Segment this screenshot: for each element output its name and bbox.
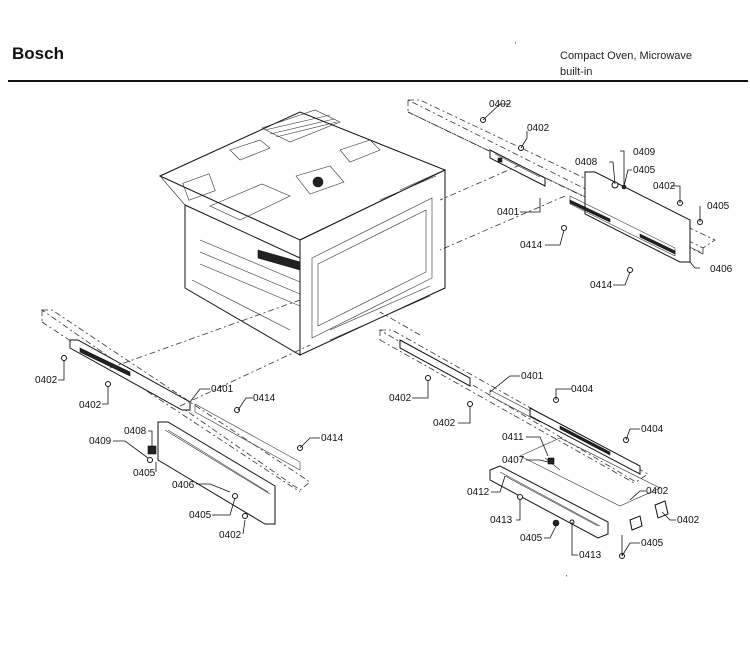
callout-label: 0402 (389, 393, 412, 404)
callout-label: 0413 (579, 550, 602, 561)
callout-label: 0414 (321, 433, 344, 444)
leader-lines (58, 103, 701, 557)
left-rail-assembly (40, 299, 311, 525)
callout-label: 0405 (133, 468, 156, 479)
callout-label: 0414 (590, 280, 613, 291)
callout-label: 0401 (521, 371, 544, 382)
callout-label: 0404 (641, 424, 664, 435)
callout-label: 0405 (641, 538, 664, 549)
callout-label: 0408 (124, 426, 147, 437)
callout-label: 0402 (527, 123, 550, 134)
callout-label: 0401 (211, 384, 234, 395)
callout-label: 0402 (433, 418, 456, 429)
callout-label: 0404 (571, 384, 594, 395)
product-subtitle: built-in (560, 66, 593, 78)
bottom-rail-assembly (378, 311, 669, 559)
callout-label: 0402 (677, 515, 700, 526)
callout-label: 0405 (633, 165, 656, 176)
callout-label: 0407 (502, 455, 525, 466)
header-divider (8, 80, 748, 82)
callout-label: 0413 (490, 515, 513, 526)
callout-label: 0401 (497, 207, 520, 218)
callout-label: 0408 (575, 157, 598, 168)
scan-mark: ' (515, 42, 516, 49)
callout-label: 0414 (253, 393, 276, 404)
callout-label: 0402 (646, 486, 669, 497)
product-description: Compact Oven, Microwave (560, 50, 693, 62)
callout-label: 0402 (489, 99, 512, 110)
callout-label: 0405 (189, 510, 212, 521)
callout-label: 0406 (710, 264, 733, 275)
callout-label: 0414 (520, 240, 543, 251)
callout-label: 0411 (502, 432, 524, 443)
callout-label: 0409 (89, 436, 112, 447)
callout-label: 0406 (172, 480, 195, 491)
upper-right-rail-assembly (407, 99, 716, 273)
callout-label: 0405 (520, 533, 543, 544)
oven-cavity-assembly (158, 109, 447, 356)
callout-label: 0402 (219, 530, 242, 541)
callout-label: 0402 (35, 375, 58, 386)
callout-label: 0402 (653, 181, 676, 192)
scan-mark: ' (566, 575, 567, 582)
callout-label: 0402 (79, 400, 102, 411)
brand-title: Bosch (12, 44, 64, 63)
callout-label: 0409 (633, 147, 656, 158)
callout-label: 0405 (707, 201, 730, 212)
callout-labels: 0402 0402 0409 0408 0405 0402 0405 0401 … (35, 99, 733, 561)
callout-label: 0412 (467, 487, 490, 498)
